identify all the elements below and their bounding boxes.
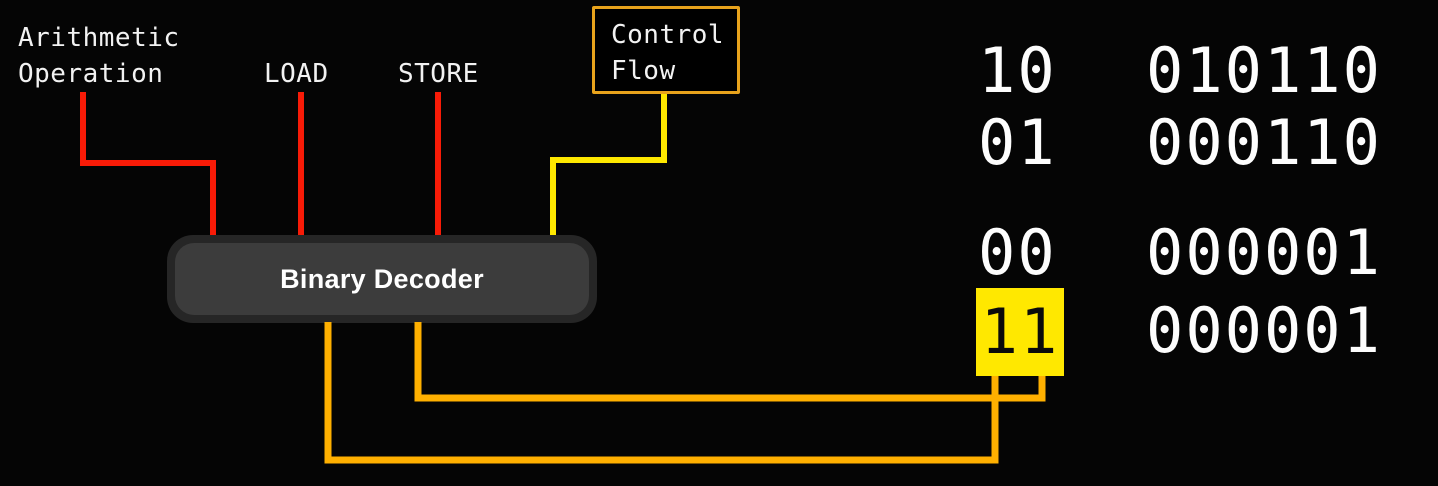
binary-decoder-label: Binary Decoder <box>280 263 484 294</box>
binary-decoder-inner: Binary Decoder <box>175 243 589 315</box>
control-flow-box-inner: Control Flow <box>595 9 737 99</box>
readout-opcode-row-4-highlighted[interactable]: 11 <box>976 288 1064 376</box>
readout-operand-row-2: 000110 <box>1146 106 1382 179</box>
readout-opcode-row-2: 01 <box>978 106 1057 179</box>
readout-operand-row-3: 000001 <box>1146 216 1382 289</box>
readout-opcode-row-1: 10 <box>978 34 1057 107</box>
label-store: STORE <box>398 59 479 89</box>
binary-decoder-node[interactable]: Binary Decoder <box>167 235 597 323</box>
label-arithmetic-operation: Arithmetic Operation <box>18 23 180 89</box>
control-flow-box[interactable]: Control Flow <box>592 6 740 94</box>
label-load: LOAD <box>264 59 329 89</box>
readout-operand-row-1: 010110 <box>1146 34 1382 107</box>
readout-opcode-row-3: 00 <box>978 216 1057 289</box>
readout-operand-row-4: 000001 <box>1146 294 1382 367</box>
label-control-flow: Control Flow <box>611 20 725 86</box>
